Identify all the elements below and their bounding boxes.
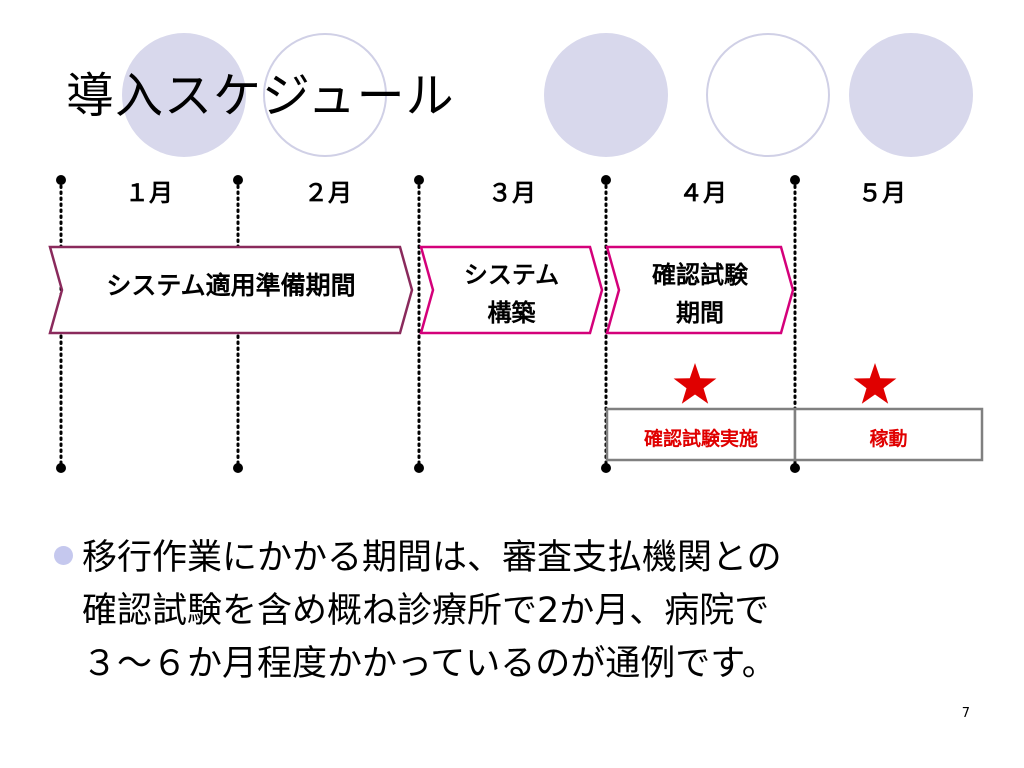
divider-end-dot xyxy=(601,175,611,185)
slide-title: 導入スケジュール xyxy=(66,68,455,124)
event-box-verification xyxy=(605,407,797,462)
phase-label-line: システム xyxy=(463,261,560,289)
divider-end-dot xyxy=(56,463,66,473)
decor-ring xyxy=(263,33,387,157)
phase-arrow-build xyxy=(419,245,604,335)
bullet-dot xyxy=(54,546,73,565)
divider-end-dot xyxy=(56,175,66,185)
month-label-feb: ２月 xyxy=(304,179,352,207)
star-icon xyxy=(673,363,717,404)
month-label-may: ５月 xyxy=(858,179,906,207)
divider-end-dot xyxy=(790,463,800,473)
event-boxes xyxy=(605,407,984,462)
bullet-text: 移行作業にかかる期間は、審査支払機関との 確認試験を含め概ね診療所で2か月、病院… xyxy=(82,532,972,691)
month-label-mar: ３月 xyxy=(488,179,536,207)
divider-end-dot xyxy=(601,463,611,473)
phase-arrow-verification xyxy=(605,245,795,335)
phase-label-line: システム適用準備期間 xyxy=(106,271,356,300)
decor-ring xyxy=(706,33,830,157)
divider-end-dot xyxy=(414,463,424,473)
phase-label-build: システム 構築 xyxy=(433,256,590,332)
divider-end-dot xyxy=(790,175,800,185)
event-label-verification: 確認試験実施 xyxy=(643,428,758,450)
phase-label-line: 構築 xyxy=(487,299,536,327)
divider-end-dot xyxy=(233,175,243,185)
event-label-operation: 稼動 xyxy=(869,428,908,450)
bullet-text-line: 移行作業にかかる期間は、審査支払機関との xyxy=(82,538,782,578)
decor-circle xyxy=(122,33,246,157)
phase-label-preparation: システム適用準備期間 xyxy=(62,271,400,301)
phase-label-verification: 確認試験 期間 xyxy=(619,256,781,332)
phase-arrow-preparation xyxy=(48,245,414,335)
event-box-operation xyxy=(793,407,984,462)
decor-circle xyxy=(544,33,668,157)
star-icon xyxy=(853,363,897,404)
divider-end-dot xyxy=(233,463,243,473)
divider-end-dot xyxy=(414,175,424,185)
phase-label-line: 期間 xyxy=(676,299,724,327)
decor-circle xyxy=(849,33,973,157)
page-number: 7 xyxy=(961,706,970,721)
bullet-text-line: ３～６か月程度かかっているのが通例です。 xyxy=(82,644,777,684)
bullet-text-line: 確認試験を含め概ね診療所で2か月、病院で xyxy=(82,591,770,631)
month-label-jan: １月 xyxy=(125,179,173,207)
phase-arrows xyxy=(48,245,795,335)
month-label-apr: ４月 xyxy=(679,179,727,207)
phase-label-line: 確認試験 xyxy=(652,261,748,289)
